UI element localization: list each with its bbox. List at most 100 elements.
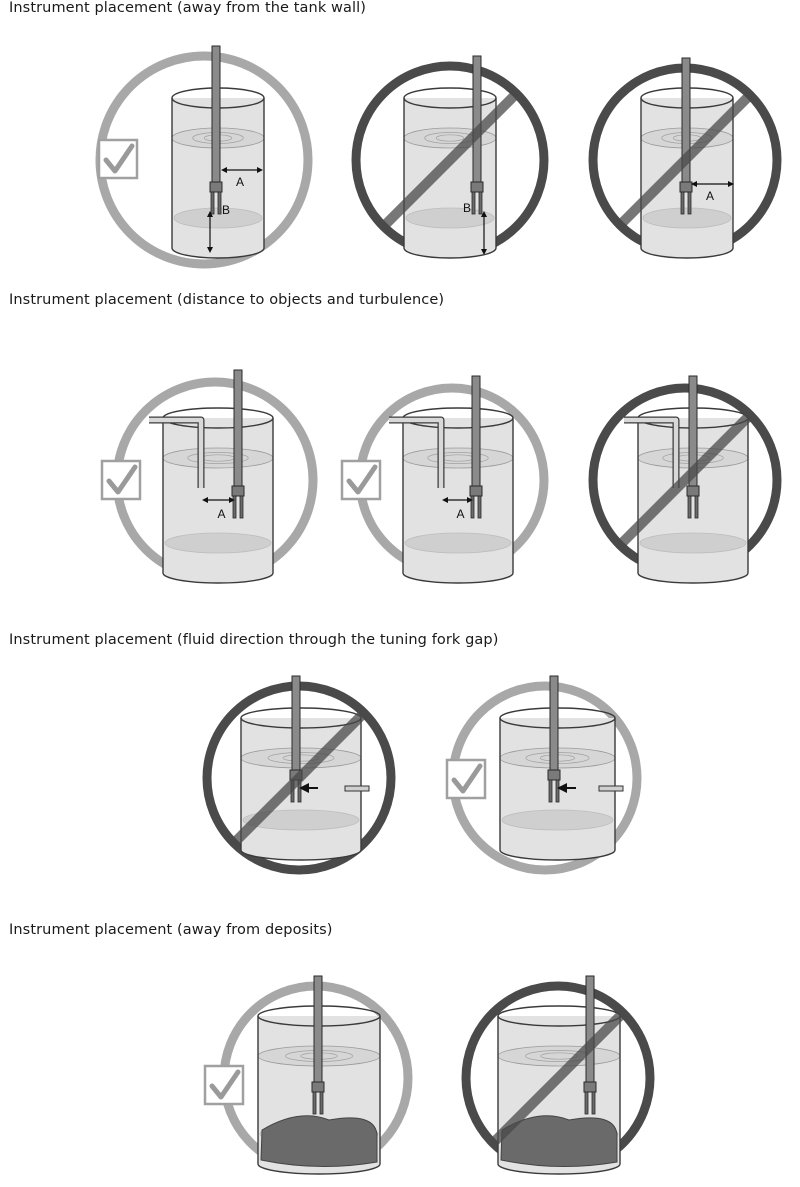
tank-outline bbox=[403, 98, 497, 259]
tank-inner-bottom bbox=[404, 532, 512, 554]
dimension-label: B bbox=[463, 201, 471, 215]
tank-outline bbox=[257, 1016, 381, 1175]
tank-outline bbox=[637, 418, 749, 584]
fork-tine bbox=[478, 191, 483, 215]
ripple bbox=[267, 752, 335, 764]
prohibited-slash bbox=[616, 411, 754, 549]
section-title-objects-turbulence: Instrument placement (distance to object… bbox=[9, 292, 445, 308]
object-pipe-fill bbox=[624, 417, 679, 488]
fork-tine bbox=[217, 191, 222, 215]
liquid-surface bbox=[497, 1045, 621, 1067]
panel-2-1 bbox=[448, 675, 642, 875]
probe-housing bbox=[679, 181, 693, 193]
fork-tine bbox=[548, 779, 553, 803]
check-icon bbox=[445, 758, 487, 800]
fork-tine bbox=[210, 191, 215, 215]
probe-housing bbox=[311, 1081, 325, 1093]
probe-housing bbox=[469, 485, 483, 497]
checkmark bbox=[106, 464, 138, 495]
fork-tine bbox=[312, 1091, 317, 1115]
section-title-tank-wall: Instrument placement (away from the tank… bbox=[9, 0, 366, 16]
probe-housing bbox=[686, 485, 700, 497]
fork-tine bbox=[687, 495, 692, 519]
deposit-layer bbox=[260, 1115, 378, 1168]
fork-tine bbox=[687, 191, 692, 215]
section-title-fluid-direction: Instrument placement (fluid direction th… bbox=[9, 632, 499, 648]
fork-tine bbox=[232, 495, 237, 519]
liquid-surface bbox=[402, 447, 514, 469]
object-pipe-fill bbox=[389, 417, 444, 488]
ripple bbox=[187, 452, 249, 464]
prohibited-slash bbox=[616, 91, 754, 229]
probe-housing bbox=[470, 181, 484, 193]
tank-inner-bottom bbox=[501, 809, 614, 831]
dimension-label: A bbox=[217, 507, 225, 521]
tank-outline bbox=[162, 418, 274, 584]
prohibited-slash bbox=[489, 1009, 627, 1147]
dimension-label: A bbox=[236, 175, 244, 189]
object-pipe-fill bbox=[149, 417, 204, 488]
panel-0-0: AB bbox=[95, 45, 313, 269]
tank-inner-bottom bbox=[639, 532, 747, 554]
fork-tine bbox=[477, 495, 482, 519]
prohibited-slash bbox=[230, 709, 368, 847]
deposit-layer bbox=[500, 1115, 618, 1168]
dimension-label: A bbox=[456, 507, 464, 521]
probe-stem bbox=[472, 55, 482, 185]
checkmark bbox=[209, 1069, 241, 1100]
tank-outline bbox=[171, 98, 265, 259]
dimension-label: A bbox=[706, 189, 714, 203]
tank-outline bbox=[240, 718, 362, 861]
ripple bbox=[435, 134, 465, 142]
inlet-pipe bbox=[598, 785, 624, 792]
tank-inner-bottom bbox=[642, 207, 732, 229]
probe-stem bbox=[233, 369, 243, 489]
section-title-deposits: Instrument placement (away from deposits… bbox=[9, 922, 333, 938]
liquid-surface bbox=[162, 447, 274, 469]
fork-tine bbox=[591, 1091, 596, 1115]
check-icon bbox=[340, 459, 382, 501]
tank-outline bbox=[497, 1016, 621, 1175]
probe-housing bbox=[583, 1081, 597, 1093]
panel-1-1: A bbox=[355, 375, 549, 584]
checkmark bbox=[346, 464, 378, 495]
fork-tine bbox=[319, 1091, 324, 1115]
tank-rim bbox=[403, 87, 497, 109]
check-icon bbox=[100, 459, 142, 501]
panel-0-2: A bbox=[588, 57, 782, 259]
checkmark bbox=[103, 143, 135, 174]
panel-0-1: B bbox=[351, 55, 549, 259]
probe-stem bbox=[549, 675, 559, 773]
panel-3-0 bbox=[219, 975, 413, 1175]
ripple bbox=[427, 452, 489, 464]
inlet-pipe bbox=[344, 785, 370, 792]
probe-stem bbox=[291, 675, 301, 773]
probe-stem bbox=[585, 975, 595, 1085]
probe-housing bbox=[547, 769, 561, 781]
tank-outline bbox=[499, 718, 616, 861]
fork-tine bbox=[694, 495, 699, 519]
panel-2-0 bbox=[202, 675, 396, 875]
dimension-label: B bbox=[222, 203, 230, 217]
tank-outline bbox=[640, 98, 734, 259]
probe-stem bbox=[211, 45, 221, 185]
panel-3-1 bbox=[461, 975, 655, 1175]
fork-tine bbox=[470, 495, 475, 519]
tank-inner-bottom bbox=[242, 809, 360, 831]
probe-housing bbox=[209, 181, 223, 193]
liquid-surface bbox=[240, 747, 362, 769]
prohibited-slash bbox=[379, 89, 521, 231]
fork-tine bbox=[471, 191, 476, 215]
probe-housing bbox=[231, 485, 245, 497]
check-icon bbox=[203, 1064, 245, 1106]
checkmark bbox=[451, 763, 483, 794]
panel-1-2 bbox=[588, 375, 782, 584]
fork-tine bbox=[239, 495, 244, 519]
probe-stem bbox=[471, 375, 481, 489]
check-icon bbox=[97, 138, 139, 180]
fork-tine bbox=[584, 1091, 589, 1115]
fork-tine bbox=[555, 779, 560, 803]
panel-1-0: A bbox=[112, 369, 318, 584]
tank-outline bbox=[402, 418, 514, 584]
